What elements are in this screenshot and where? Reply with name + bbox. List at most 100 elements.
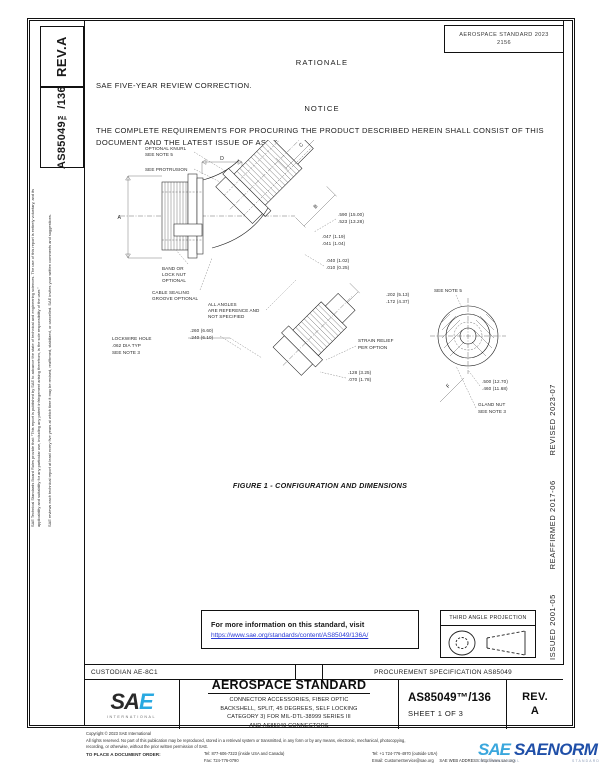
callout-gland-nut: GLAND NUT (478, 402, 506, 407)
callout-see-note-5: SEE NOTE 5 (145, 152, 173, 157)
callout-see-note-5b: SEE NOTE 5 (434, 288, 462, 293)
dim-letter-a: A (118, 215, 122, 221)
right-margin-rule (563, 20, 564, 665)
subtitle-line-1: CONNECTOR ACCESSORIES, FIBER OPTIC (229, 697, 349, 704)
title-block-row-top: CUSTODIAN AE-8C1 PROCUREMENT SPECIFICATI… (84, 665, 563, 680)
revision-value: A (530, 704, 540, 717)
revision-cell: REV. A (507, 680, 563, 729)
callout-band-or: BAND OR (162, 266, 184, 271)
procurement-spec-field: PROCUREMENT SPECIFICATION AS85049 (374, 668, 512, 676)
dim-500: .500 (12.70) (482, 379, 508, 384)
dim-172: .172 (4.37) (386, 299, 410, 304)
as-box-line2: 2156 (496, 40, 512, 46)
revision-tab-label: REV. (54, 45, 70, 78)
dim-047: .047 (1.19) (322, 234, 346, 239)
subtitle-line-2: BACKSHELL, SPLIT, 45 DEGREES, SELF LOCKI… (220, 705, 358, 712)
callout-not-specified: NOT SPECIFIED (208, 314, 245, 319)
fax-number: Fax: 724-776-0790 (204, 757, 239, 763)
callout-lock-nut: LOCK NUT (162, 272, 186, 277)
revision-tab-value: A (54, 35, 70, 46)
sheet-border-outer (27, 18, 575, 728)
rights-line-2: recording, or otherwise, without the pri… (86, 744, 209, 750)
title-block: CUSTODIAN AE-8C1 PROCUREMENT SPECIFICATI… (84, 664, 563, 729)
dim-523: .523 (13.28) (338, 219, 364, 224)
email-address[interactable]: Email: CustomerService@sae.org SAE WEB A… (372, 758, 586, 765)
web-address-url[interactable]: http://www.sae.org (481, 757, 515, 763)
sae-logo-text-accent: E (138, 688, 154, 714)
sae-logo: SA E INTERNATIONAL (84, 680, 180, 729)
revision-label: REV. (522, 690, 548, 703)
callout-cable-sealing: CABLE SEALING (152, 290, 190, 295)
dim-202: .202 (5.13) (386, 292, 410, 297)
callout-per-option: PER OPTION (358, 345, 387, 350)
third-angle-projection-box: THIRD ANGLE PROJECTION (440, 610, 536, 658)
dim-letter-d: D (220, 156, 224, 162)
projection-symbol (441, 626, 535, 659)
subtitle-line-4: AND AS85049 CONNECTORS (249, 722, 329, 729)
issued-date: ISSUED 2001-05 (548, 594, 557, 660)
info-box-label: For more information on this standard, v… (211, 620, 365, 629)
figure-caption: FIGURE 1 - CONFIGURATION AND DIMENSIONS (232, 481, 408, 490)
sheet-border-inner (29, 20, 573, 726)
issue-dates: ISSUED 2001-05 REAFFIRMED 2017-06 REVISE… (548, 384, 562, 660)
left-margin-rule (84, 20, 85, 726)
email-text: Email: CustomerService@sae.org (372, 757, 434, 763)
projection-cone-icon (486, 630, 526, 655)
dim-letter-c: C (298, 142, 305, 149)
rationale-body: SAE FIVE-YEAR REVIEW CORRECTION. (96, 81, 252, 90)
callout-see-note-3b: SEE NOTE 3 (478, 409, 506, 414)
title-block-row-main: SA E INTERNATIONAL AEROSPACE STANDARD CO… (84, 678, 563, 729)
more-information-box: For more information on this standard, v… (201, 610, 419, 649)
notice-body: THE COMPLETE REQUIREMENTS FOR PROCURING … (96, 126, 544, 147)
footer-contact-row-1: TO PLACE A DOCUMENT ORDER: Tel: 877-606-… (86, 751, 586, 758)
header-block: RATIONALE SAE FIVE-YEAR REVIEW CORRECTIO… (96, 58, 548, 148)
callout-optional: OPTIONAL (162, 278, 186, 283)
title-block-title-cell: AEROSPACE STANDARD CONNECTOR ACCESSORIES… (180, 678, 399, 729)
title-block-spacer (296, 665, 323, 679)
standard-number-tab: AS85049™/136 (40, 86, 84, 169)
callout-see-note-3: SEE NOTE 3 (112, 350, 140, 355)
callout-groove-optional: GROOVE OPTIONAL (152, 296, 199, 301)
dim-letter-f: F (445, 383, 451, 389)
disclaimer-paragraph-2: SAE reviews each technical report at lea… (47, 214, 53, 527)
revision-tab: REV. A (40, 26, 84, 87)
aerospace-standard-title: AEROSPACE STANDARD (207, 678, 371, 695)
copyright-line: Copyright © 2023 SAE International (86, 731, 151, 736)
footer-contact-row-2: Fax: 724-776-0790 Email: CustomerService… (86, 758, 586, 765)
rights-line-1: All rights reserved. No part of this pub… (86, 737, 406, 743)
subtitle-line-3: CATEGORY 3) FOR MIL-DTL-38999 SERIES III (227, 714, 351, 721)
dim-letter-b: B (313, 203, 320, 210)
callout-see-protrusion: SEE PROTRUSION (145, 167, 188, 172)
order-label: TO PLACE A DOCUMENT ORDER: (86, 751, 161, 757)
sae-logo-subtext: INTERNATIONAL (106, 714, 157, 719)
standard-url-link[interactable]: https://www.sae.org/standards/content/AS… (211, 632, 369, 639)
aerospace-standard-box: AEROSPACE STANDARD 2023 2156 (444, 25, 564, 53)
custodian-field: CUSTODIAN AE-8C1 (84, 665, 296, 679)
web-address-label: SAE WEB ADDRESS: (439, 757, 480, 763)
as-box-line1: AEROSPACE STANDARD 2023 (459, 31, 549, 38)
dim-240: .240 (6.10) (190, 335, 214, 340)
callout-are-reference: ARE REFERENCE AND (208, 308, 260, 313)
projection-title: THIRD ANGLE PROJECTION (441, 611, 535, 626)
sae-logo-text-primary: SA (110, 688, 140, 714)
tel-international: Tel: +1 724-776-4970 (outside USA) (372, 750, 438, 756)
engineering-drawing: A D OPTIONAL KNURL (90, 140, 550, 500)
tel-usa: Tel: 877-606-7323 (inside USA and Canada… (204, 750, 285, 756)
projection-circle-icon (448, 630, 476, 655)
sae-disclaimer: SAE Technical Standards Board Rules prov… (30, 175, 82, 527)
notice-title: NOTICE (304, 104, 340, 114)
drawing-svg: A D OPTIONAL KNURL (112, 140, 508, 414)
document-number: AS85049™/136 (408, 691, 492, 704)
callout-optional-knurl: OPTIONAL KNURL (145, 146, 187, 151)
dim-041: .041 (1.04) (322, 241, 346, 246)
dim-128: .128 (3.25) (348, 370, 372, 375)
dim-070: .070 (1.78) (348, 377, 372, 382)
callout-strain-relief: STRAIN RELIEF (358, 338, 394, 343)
disclaimer-paragraph-1: SAE Technical Standards Board Rules prov… (30, 188, 42, 527)
callout-062-dia: .062 DIA TYP (112, 343, 141, 348)
document-number-cell: AS85049™/136 SHEET 1 OF 3 (399, 680, 507, 729)
dim-040: .040 (1.02) (326, 258, 350, 263)
callout-lockwire-hole: LOCKWIRE HOLE (112, 336, 152, 341)
dim-260: .260 (6.60) (190, 328, 214, 333)
sheet-number: SHEET 1 OF 3 (408, 708, 464, 718)
